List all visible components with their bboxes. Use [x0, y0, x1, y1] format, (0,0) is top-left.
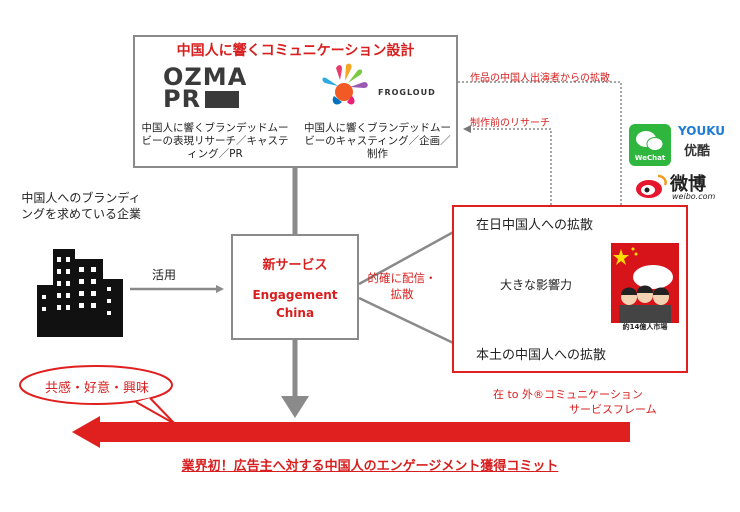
design-box — [133, 35, 458, 168]
callout-bubble — [19, 365, 173, 405]
ozma-logo-bar — [205, 90, 240, 108]
deliver-arrow-upper — [358, 222, 470, 286]
spread-note: 作品の中国人出演者からの拡散 — [470, 73, 610, 84]
weibo-url: weibo.com — [672, 192, 716, 201]
client-label: 中国人へのブランディングを求めている企業 — [20, 191, 141, 221]
callout-tail — [135, 397, 176, 425]
commit-arrow-head — [72, 416, 100, 448]
research-note: 制作前のリサーチ — [470, 118, 550, 129]
frogloud-logo-mark — [322, 63, 368, 105]
use-label: 活用 — [152, 268, 177, 282]
spread-japan-label: 在日中国人への拡散 — [476, 218, 594, 233]
ozma-logo-line1: OZMA — [163, 63, 248, 91]
callout-text: 共感・好意・興味 — [44, 381, 149, 396]
influence-label: 大きな影響力 — [500, 278, 573, 292]
weibo-icon — [636, 174, 667, 198]
market-label: 約14億人市場 — [622, 323, 668, 331]
service-name: Engagement China — [252, 288, 338, 320]
brand-frame-line1: 在 to 外®コミュニケーション — [493, 388, 643, 401]
frogloud-description: 中国人に響くブランデッドムービーのキャスティング／企画／制作 — [304, 122, 451, 160]
weibo-label: 微博 — [670, 174, 706, 195]
design-box-title: 中国人に響くコミュニケーション設計 — [176, 43, 415, 59]
youku-logo: YOUKU — [678, 124, 726, 138]
commit-arrow-bar — [96, 422, 630, 442]
youku-chinese-label: 优酷 — [684, 144, 711, 159]
wechat-bubbles-icon — [636, 131, 664, 151]
service-box — [231, 234, 359, 340]
deliver-label: 的確に配信・拡散 — [367, 271, 437, 301]
spread-mainland-label: 本土の中国人への拡散 — [476, 348, 607, 363]
china-market-image — [611, 243, 679, 335]
commit-caption: 業界初！広告主へ対する中国人のエンゲージメント獲得コミット — [181, 459, 559, 474]
ozma-description: 中国人に響くブランデッドムービーの表現リサーチ／キャスティング／PR — [141, 122, 289, 160]
research-dotted-connector — [463, 125, 552, 205]
service-down-arrowhead — [281, 396, 309, 418]
frogloud-logo-text: FROGLOUD — [378, 88, 436, 97]
building-icon — [37, 249, 123, 337]
deliver-arrow-lower — [358, 296, 468, 351]
wechat-icon — [629, 124, 671, 166]
ozma-logo-line2: PR — [163, 85, 202, 113]
wechat-label: WeChat — [634, 154, 666, 162]
service-title: 新サービス — [262, 258, 328, 273]
brand-frame-line2: サービスフレーム — [569, 403, 657, 416]
ozma-pr-logo: OZMA PR — [163, 63, 255, 113]
spread-dotted-connector — [458, 81, 622, 205]
